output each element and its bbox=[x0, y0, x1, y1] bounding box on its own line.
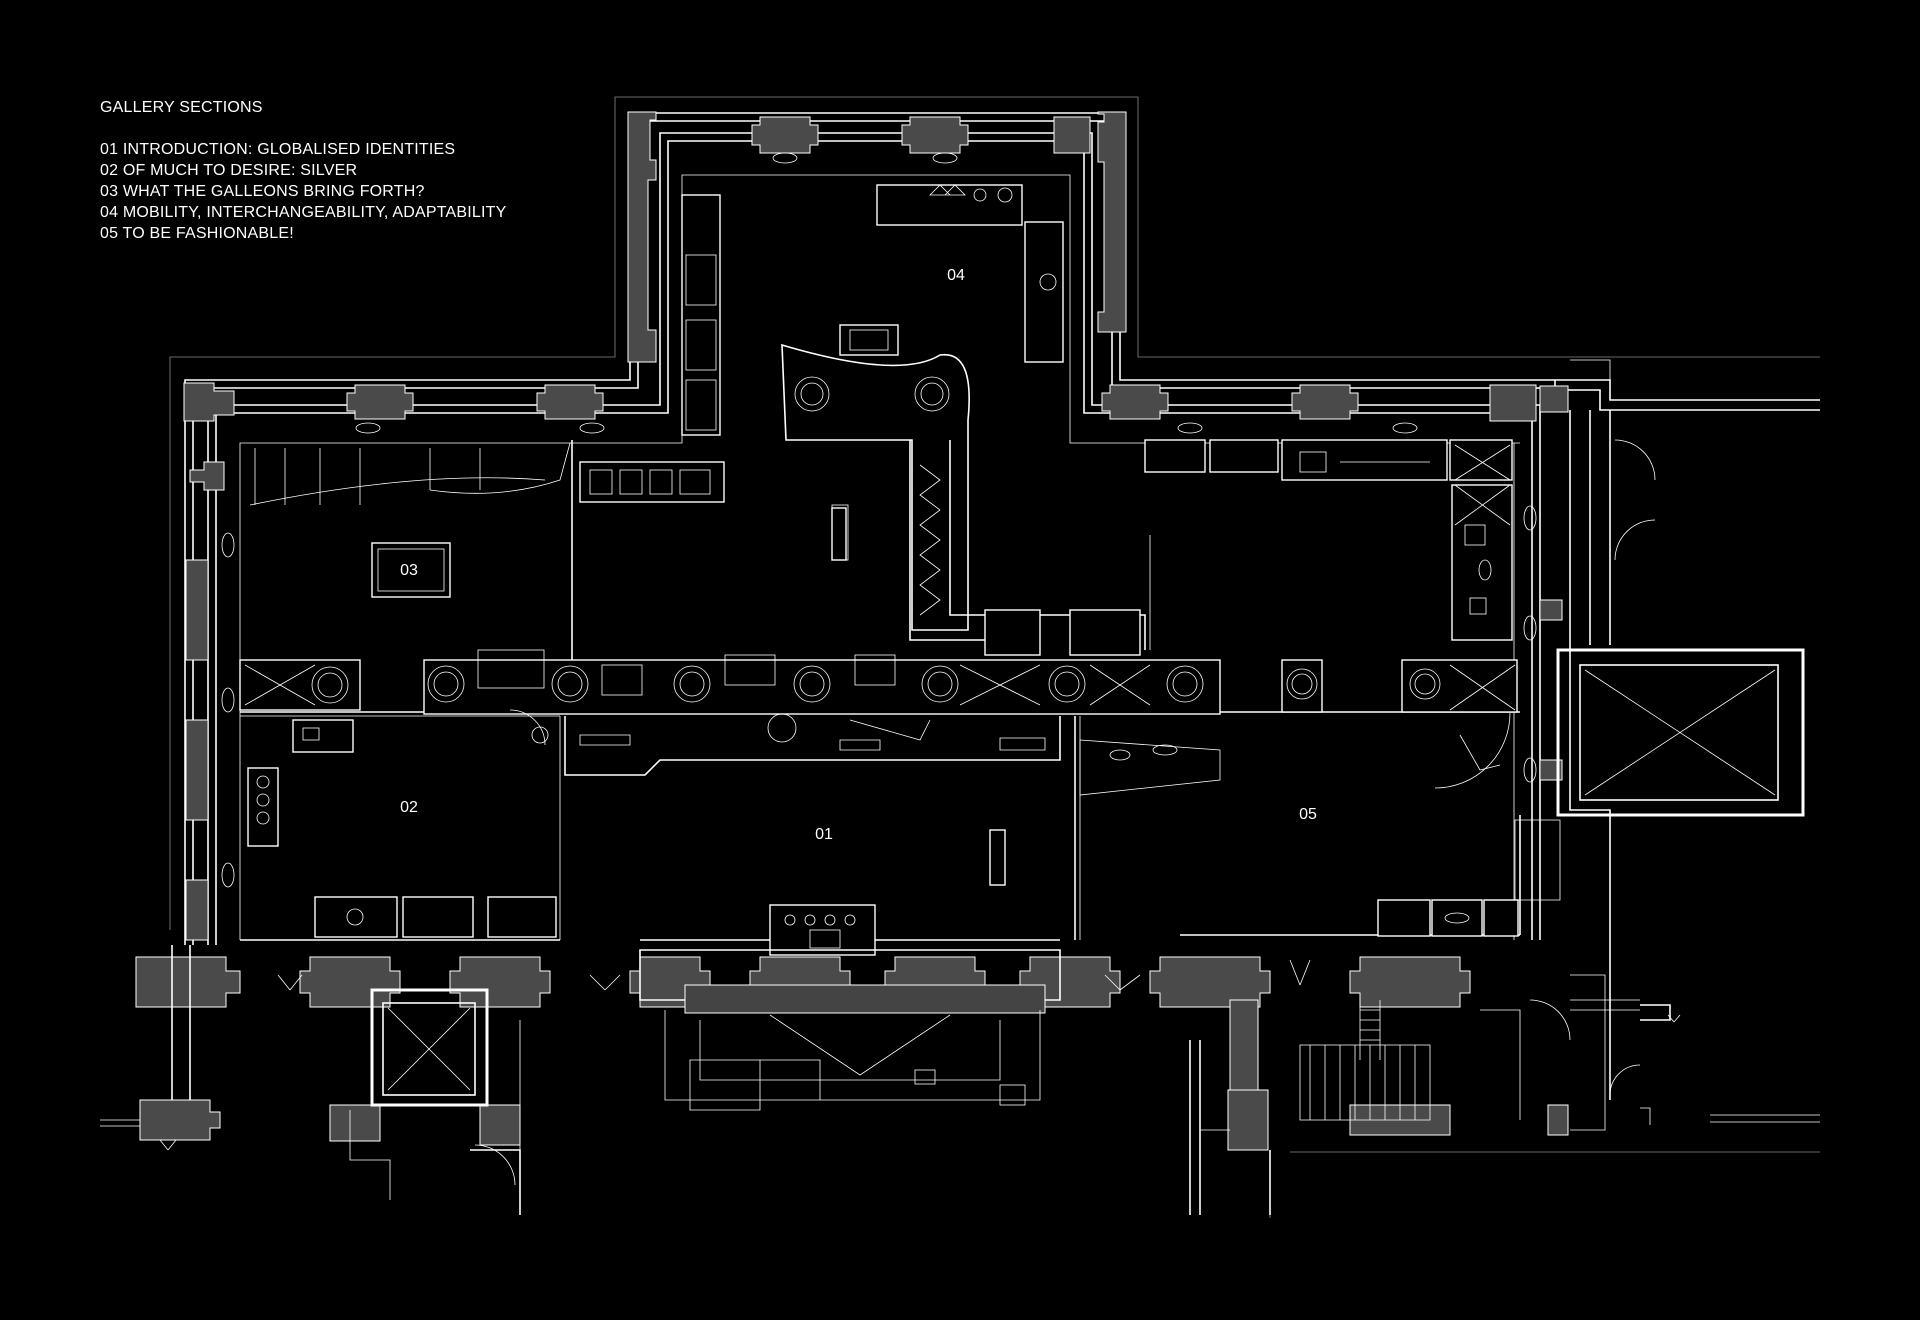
outer-walls bbox=[184, 112, 1820, 1100]
doors bbox=[159, 959, 1681, 1151]
south-service bbox=[349, 988, 1521, 1215]
east-service bbox=[1514, 359, 1805, 1131]
legend-title: GALLERY SECTIONS bbox=[100, 99, 263, 116]
legend-spacer bbox=[100, 118, 506, 139]
wall-piers bbox=[135, 111, 1569, 1151]
legend-item-02: 02 OF MUCH TO DESIRE: SILVER bbox=[100, 162, 358, 179]
room-04-display bbox=[781, 184, 1141, 656]
room-label-05: 05 bbox=[1299, 806, 1317, 823]
room-label-02: 02 bbox=[400, 799, 418, 816]
room-02-display bbox=[247, 709, 557, 938]
room-label-03: 03 bbox=[400, 562, 418, 579]
room-03-display bbox=[249, 194, 725, 598]
wall-openings bbox=[221, 152, 1537, 888]
site-outline bbox=[169, 96, 1820, 1218]
room-05-display bbox=[1144, 439, 1519, 937]
room-label-01: 01 bbox=[815, 826, 833, 843]
legend-item-03: 03 WHAT THE GALLEONS BRING FORTH? bbox=[100, 183, 425, 200]
legend-item-04: 04 MOBILITY, INTERCHANGEABILITY, ADAPTAB… bbox=[100, 204, 507, 221]
gallery-sections-legend: GALLERY SECTIONS 01 INTRODUCTION: GLOBAL… bbox=[100, 97, 506, 244]
legend-item-01: 01 INTRODUCTION: GLOBALISED IDENTITIES bbox=[100, 141, 456, 158]
room-label-04: 04 bbox=[947, 267, 965, 284]
west-corridor bbox=[100, 945, 1820, 1127]
central-display-band bbox=[239, 649, 1518, 796]
room-01-display bbox=[639, 507, 1061, 1111]
legend-item-05: 05 TO BE FASHIONABLE! bbox=[100, 225, 294, 242]
